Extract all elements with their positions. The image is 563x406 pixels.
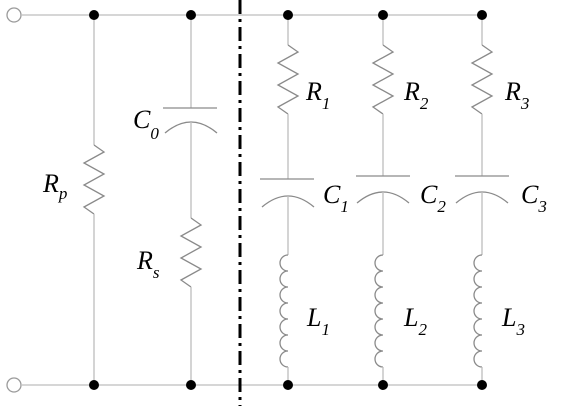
branch-2 <box>356 15 410 385</box>
node-top-2 <box>378 10 388 20</box>
branch-rp <box>82 15 106 385</box>
node-bottom-3 <box>477 380 487 390</box>
branch-c0-rs <box>163 15 218 385</box>
inductor-l2 <box>374 254 384 368</box>
node-bottom-2 <box>378 380 388 390</box>
label-r3: R3 <box>504 77 529 113</box>
branch-1 <box>260 15 315 385</box>
node-bottom-c0 <box>186 380 196 390</box>
resistor-rp <box>82 144 106 215</box>
terminal-top <box>6 7 22 23</box>
node-bottom-rp <box>89 380 99 390</box>
node-top-3 <box>477 10 487 20</box>
resistor-rs <box>179 217 203 288</box>
inductor-l3 <box>473 254 483 368</box>
inductor-l1 <box>279 254 289 368</box>
resistor-r3 <box>470 44 494 115</box>
node-top-c0 <box>186 10 196 20</box>
label-c3: C3 <box>521 180 547 216</box>
node-bottom-1 <box>283 380 293 390</box>
label-l1: L1 <box>306 303 330 339</box>
node-top-rp <box>89 10 99 20</box>
terminal-bottom <box>6 377 22 393</box>
label-r1: R1 <box>305 77 330 113</box>
label-r2: R2 <box>403 77 429 113</box>
label-rs: Rs <box>136 246 160 282</box>
label-l2: L2 <box>403 303 427 339</box>
label-c0: C0 <box>133 105 159 143</box>
node-top-1 <box>283 10 293 20</box>
label-rp: Rp <box>42 169 67 203</box>
label-l3: L3 <box>501 303 525 339</box>
resistor-r1 <box>276 44 300 115</box>
resistor-r2 <box>371 44 395 115</box>
label-c2: C2 <box>420 180 446 216</box>
branch-3 <box>455 15 509 385</box>
label-c1: C1 <box>323 180 349 216</box>
junction-nodes <box>89 10 487 390</box>
